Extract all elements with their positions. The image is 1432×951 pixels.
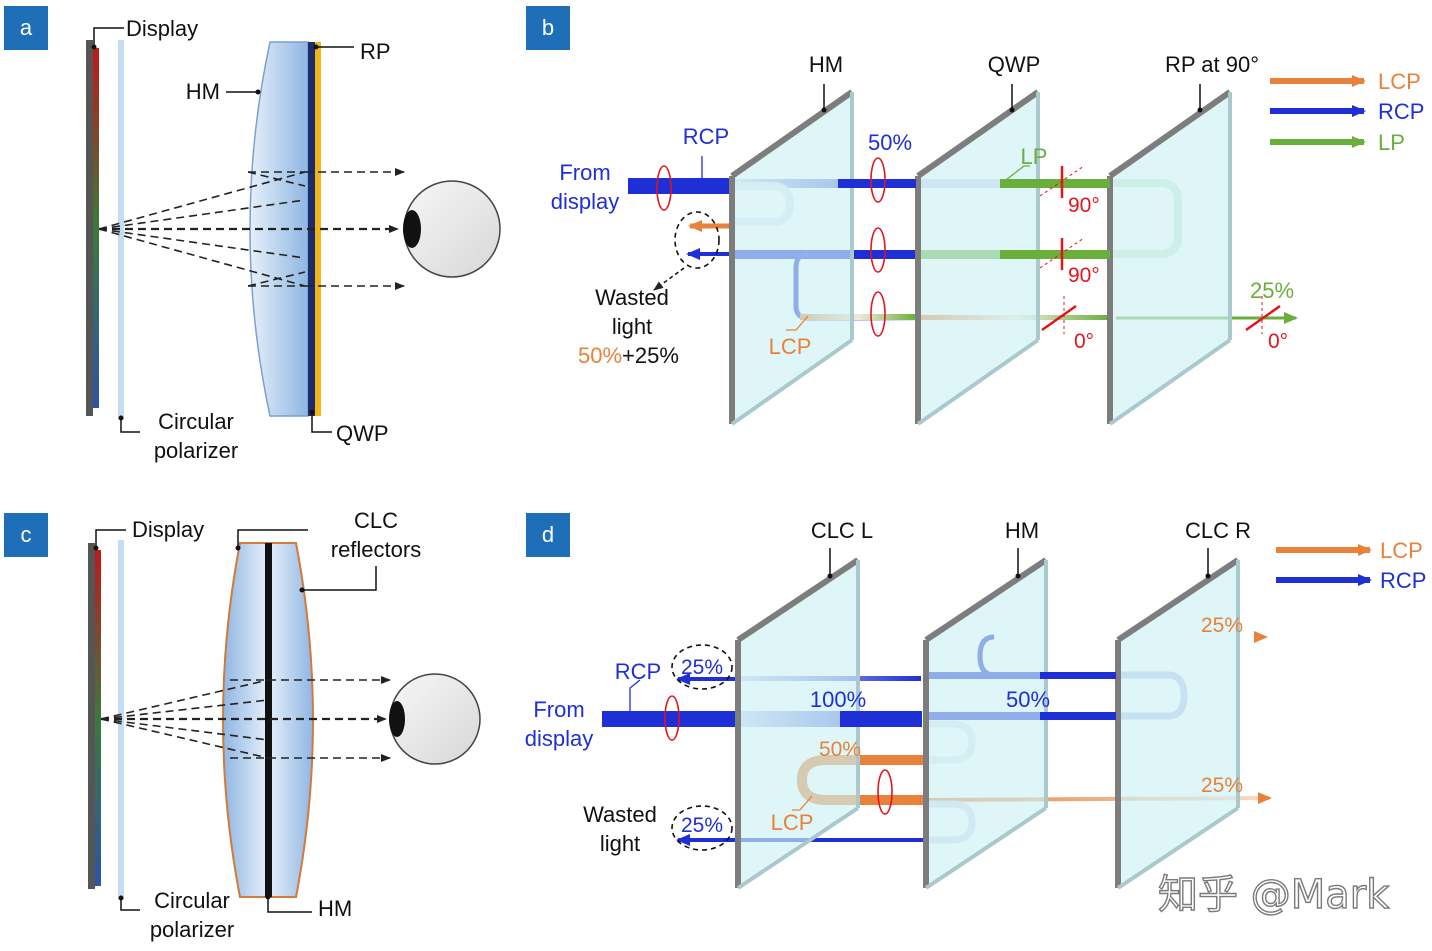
label-90b: 90° <box>1068 264 1100 287</box>
plate-qwp-b <box>915 89 1040 426</box>
panel-a-leaders <box>93 27 354 433</box>
label-clc-1: CLC <box>354 508 398 533</box>
wasted-b-1: Wasted <box>595 285 669 310</box>
legend-b-lcp: LCP <box>1378 69 1421 94</box>
hm-lens <box>249 41 309 417</box>
circular-polarizer <box>118 40 124 418</box>
label-25-left-top: 25% <box>681 656 723 679</box>
plate-hm-d <box>923 557 1048 890</box>
panel-d: d <box>525 513 1426 890</box>
label-0a: 0° <box>1074 330 1094 353</box>
panel-a-tag-text: a <box>20 15 33 40</box>
label-polarizer-c-2: polarizer <box>150 917 234 942</box>
label-90a: 90° <box>1068 194 1100 217</box>
label-display-c: Display <box>132 517 204 542</box>
plate-label-clcr: CLC R <box>1185 518 1251 543</box>
eye-pupil <box>403 210 421 248</box>
panel-c: c Display <box>4 508 481 942</box>
panel-b: b <box>526 6 1424 426</box>
label-rcp-d: RCP <box>615 659 661 684</box>
legend-d-rcp: RCP <box>1380 568 1426 593</box>
label-hm: HM <box>186 79 220 104</box>
label-clc-2: reflectors <box>331 537 421 562</box>
polarization-marks-b <box>1041 166 1281 332</box>
plate-label-hm: HM <box>809 52 843 77</box>
ring-25-bottom <box>671 805 733 851</box>
plate-clcl-d <box>735 557 860 890</box>
label-polarizer-c-1: Circular <box>154 888 230 913</box>
from-display-d-2: display <box>525 726 593 751</box>
eye-pupil-c <box>389 701 405 737</box>
from-display-b-2: display <box>551 189 619 214</box>
wasted-b-pct: 50%+25% <box>578 343 679 368</box>
wasted-b-pct-a: 50% <box>578 343 622 368</box>
label-rcp-b: RCP <box>683 124 729 149</box>
display-pixels <box>93 48 99 408</box>
label-lcp-b: LCP <box>769 334 812 359</box>
from-display-b-1: From <box>559 160 610 185</box>
plate-hm-b <box>729 89 854 426</box>
label-polarizer-2: polarizer <box>154 438 238 463</box>
label-50b-d: 50% <box>819 738 861 761</box>
plate-label-rp: RP at 90° <box>1165 52 1259 77</box>
label-50a-d: 50% <box>1006 687 1050 712</box>
label-100-d: 100% <box>810 687 866 712</box>
display-panel <box>86 40 93 416</box>
panel-c-tag <box>4 513 48 557</box>
from-display-d-1: From <box>533 697 584 722</box>
display-panel-c <box>88 543 95 889</box>
label-polarizer-1: Circular <box>158 409 234 434</box>
rotation-icons-b <box>656 157 886 337</box>
ray-paths <box>98 168 405 290</box>
legend-d: LCP RCP <box>1276 538 1426 593</box>
wasted-d-1: Wasted <box>583 802 657 827</box>
label-25-top-right: 25% <box>1201 614 1243 637</box>
hm-layer-c <box>265 543 272 897</box>
panel-d-tag-text: d <box>542 522 554 547</box>
legend-b: LCP RCP LP <box>1270 69 1424 155</box>
panel-a: a <box>4 6 501 463</box>
ray-paths-c <box>100 676 391 762</box>
wasted-d-2: light <box>600 831 640 856</box>
panel-a-tag <box>4 6 48 50</box>
plate-label-hm-d: HM <box>1005 518 1039 543</box>
watermark: 知乎 @Mark <box>1158 872 1390 918</box>
label-rp: RP <box>360 39 391 64</box>
legend-b-rcp: RCP <box>1378 99 1424 124</box>
label-25-bottom-right: 25% <box>1201 774 1243 797</box>
label-display: Display <box>126 16 198 41</box>
label-0b: 0° <box>1268 330 1288 353</box>
panel-b-tag-text: b <box>542 15 554 40</box>
label-lp-b: LP <box>1021 144 1048 169</box>
label-25-b: 25% <box>1250 278 1294 303</box>
panel-c-tag-text: c <box>21 522 32 547</box>
panel-b-tag <box>526 6 570 50</box>
beam-rcp-input <box>628 178 732 194</box>
plate-label-clcl: CLC L <box>811 518 873 543</box>
wasted-b-pct-b: +25% <box>622 343 679 368</box>
legend-b-lp: LP <box>1378 130 1405 155</box>
label-25-left-bottom: 25% <box>681 814 723 837</box>
plate-rp-b <box>1107 89 1232 426</box>
label-hm-c: HM <box>318 896 352 921</box>
label-lcp-d: LCP <box>771 810 814 835</box>
beam-rcp-input-d <box>602 711 738 727</box>
label-qwp: QWP <box>336 421 389 446</box>
panel-d-tag <box>526 513 570 557</box>
wasted-b-2: light <box>612 314 652 339</box>
label-50-b: 50% <box>868 130 912 155</box>
wasted-ring-b <box>674 211 720 269</box>
ring-25-top <box>671 644 733 690</box>
plate-clcr-d <box>1115 557 1240 890</box>
legend-d-lcp: LCP <box>1380 538 1423 563</box>
display-pixels-c <box>95 550 101 886</box>
plate-label-qwp: QWP <box>988 52 1041 77</box>
rp-layer <box>315 42 321 416</box>
rotation-icons-d <box>664 695 893 815</box>
